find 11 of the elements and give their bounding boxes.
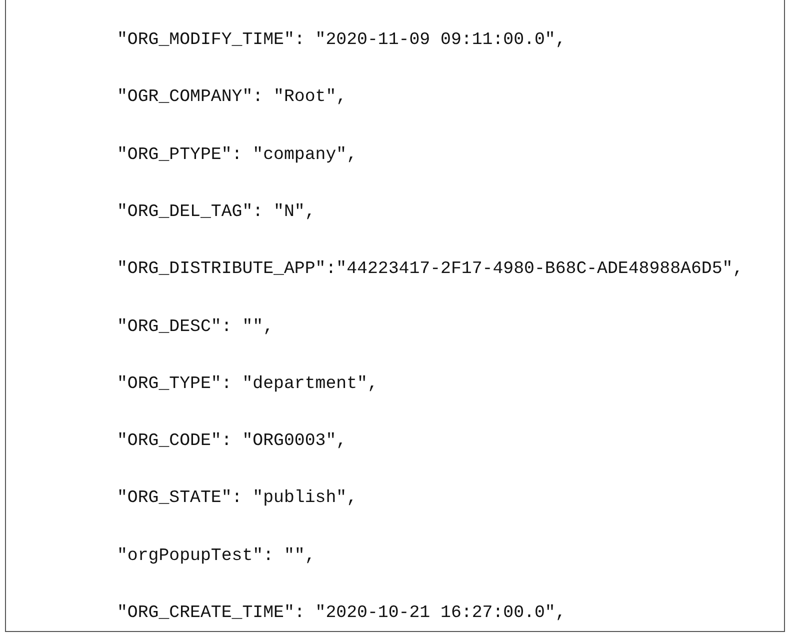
- code-line: "ORG_DISTRIBUTE_APP":"44223417-2F17-4980-B68C-ADE48988A6D5",: [117, 259, 744, 282]
- code-line: "ORG_STATE": "publish",: [117, 488, 358, 510]
- code-line: "orgPopupTest": "",: [117, 546, 316, 568]
- code-line: "ORG_CREATE_TIME": "2020-10-21 16:27:00.0",: [117, 603, 566, 625]
- code-line: "ORG_TYPE": "department",: [117, 374, 378, 396]
- code-line: "ORG_PTYPE": "company",: [117, 144, 358, 167]
- code-line: "ORG_MODIFY_TIME": "2020-11-09 09:11:00.0",: [117, 30, 566, 52]
- code-line: "ORG_DEL_TAG": "N",: [117, 202, 316, 224]
- code-line: "ORG_CODE": "ORG0003",: [117, 431, 347, 454]
- code-line: "OGR_COMPANY": "Root",: [117, 87, 347, 110]
- code-line: "ORG_DESC": "",: [117, 316, 274, 338]
